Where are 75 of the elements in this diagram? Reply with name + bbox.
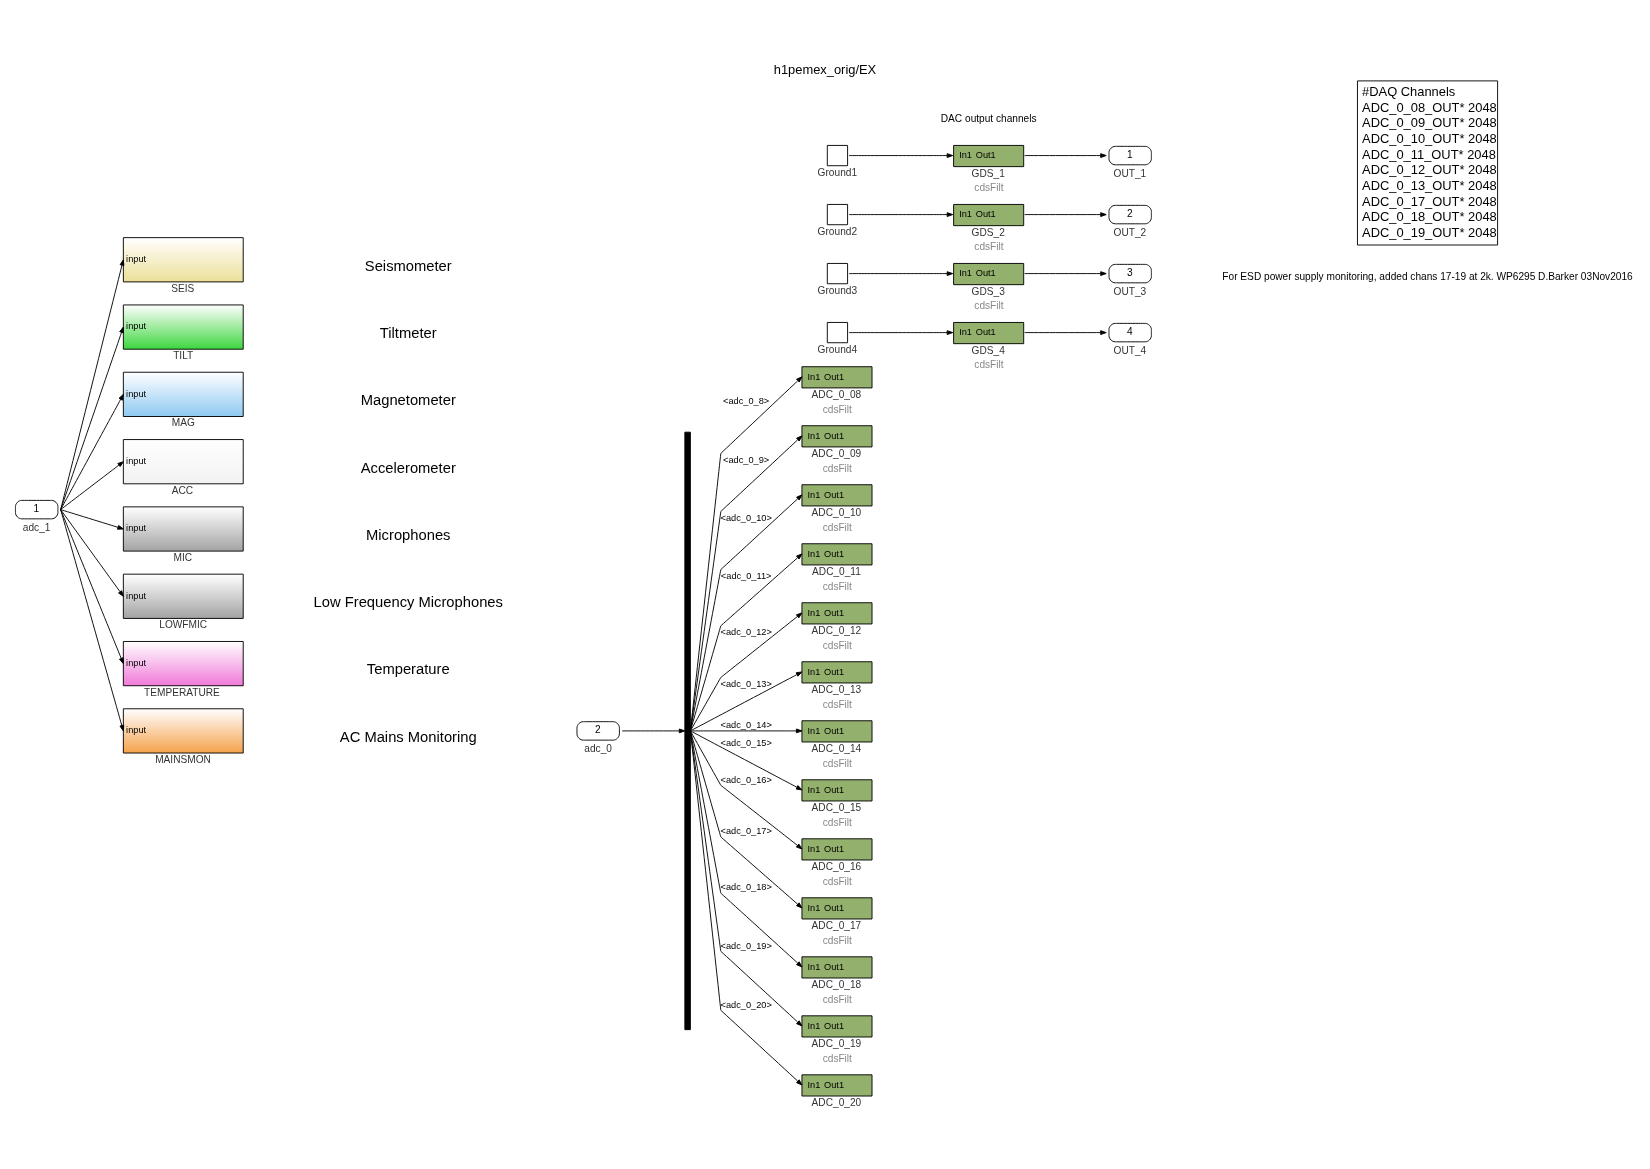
node-label: GDS_1 — [971, 167, 1005, 179]
node-label: MAG — [171, 416, 195, 428]
node-label: MAINSMON — [155, 753, 211, 765]
node-label: cdsFilt — [822, 698, 852, 710]
edge-label: <adc_0_16> — [720, 774, 772, 785]
node-label: ADC_0_11 — [812, 565, 861, 577]
node-label: ADC_0_15 — [811, 801, 862, 813]
edge-label: <adc_0_11> — [720, 570, 772, 581]
node-label: OUT_1 — [1113, 167, 1147, 179]
label: Magnetometer — [360, 391, 456, 408]
edge-label: <adc_0_8> — [723, 395, 770, 406]
node-label: adc_0 — [584, 742, 612, 754]
label: Low Frequency Microphones — [313, 593, 503, 610]
node-label: ADC_0_08 — [811, 388, 862, 400]
node-label: GDS_4 — [971, 344, 1005, 356]
node-label: MIC — [173, 551, 193, 563]
node-label: cdsFilt — [822, 639, 852, 651]
node-label: LOWFMIC — [159, 618, 208, 630]
label: Seismometer — [364, 257, 452, 274]
node-label: ADC_0_09 — [811, 447, 862, 459]
label: Tiltmeter — [379, 324, 437, 341]
node-label: cdsFilt — [822, 934, 852, 946]
label: Accelerometer — [360, 459, 456, 476]
node-label: Ground1 — [817, 166, 858, 178]
node-label: ACC — [171, 484, 194, 496]
node-label: TILT — [173, 349, 194, 361]
diagram-title: h1pemex_orig/EX — [773, 61, 877, 77]
node-label: cdsFilt — [822, 462, 852, 474]
node-label: cdsFilt — [822, 757, 852, 769]
node-label: TEMPERATURE — [144, 686, 220, 698]
edge-label: <adc_0_14> — [720, 719, 772, 730]
node-label: cdsFilt — [974, 181, 1004, 193]
node-label: Ground2 — [817, 225, 858, 237]
node-label: ADC_0_10 — [811, 506, 862, 518]
edge-label: <adc_0_10> — [720, 512, 772, 523]
node-label: ADC_0_18 — [811, 978, 862, 990]
node-label: OUT_2 — [1113, 226, 1147, 238]
node-label: cdsFilt — [822, 403, 852, 415]
node-label: cdsFilt — [822, 580, 852, 592]
node-label: ADC_0_17 — [811, 919, 862, 931]
edge-label: <adc_0_20> — [720, 999, 772, 1010]
node-label: cdsFilt — [974, 358, 1004, 370]
label: Microphones — [366, 526, 451, 543]
node-label: ADC_0_19 — [811, 1037, 862, 1049]
node-label: cdsFilt — [822, 521, 852, 533]
edge-label: <adc_0_15> — [720, 737, 772, 748]
edge-label: <adc_0_18> — [720, 881, 772, 892]
label: For ESD power supply monitoring, added chans 17-19 at 2k. WP6295 D.Barker 03Nov2016 — [1222, 270, 1633, 282]
node-label: ADC_0_14 — [811, 742, 862, 754]
node-label: cdsFilt — [822, 875, 852, 887]
node-label: ADC_0_13 — [811, 683, 862, 695]
label: Temperature — [366, 660, 450, 677]
node-label: ADC_0_16 — [811, 860, 862, 872]
edge-label: <adc_0_9> — [723, 454, 770, 465]
node-label: Ground4 — [817, 343, 858, 355]
node-label: GDS_3 — [971, 285, 1005, 297]
node-label: cdsFilt — [974, 299, 1004, 311]
edge-label: <adc_0_13> — [720, 678, 772, 689]
label: AC Mains Monitoring — [339, 728, 477, 745]
node-label: GDS_2 — [971, 226, 1005, 238]
edge-label: <adc_0_12> — [720, 626, 772, 637]
node-label: cdsFilt — [974, 240, 1004, 252]
edge-label: <adc_0_17> — [720, 825, 772, 836]
edge-label: <adc_0_19> — [720, 940, 772, 950]
label: DAC output channels — [940, 112, 1037, 124]
node-label: ADC_0_20 — [811, 1096, 862, 1108]
node-label: Ground3 — [817, 284, 858, 296]
node-label: cdsFilt — [822, 993, 852, 1005]
node-label: ADC_0_12 — [811, 624, 862, 636]
node-label: OUT_3 — [1113, 285, 1147, 297]
node-label: adc_1 — [22, 521, 51, 533]
node-label: SEIS — [171, 282, 195, 294]
node-label: OUT_4 — [1113, 344, 1147, 356]
node-label: cdsFilt — [822, 816, 852, 828]
node-label: cdsFilt — [822, 1052, 852, 1064]
